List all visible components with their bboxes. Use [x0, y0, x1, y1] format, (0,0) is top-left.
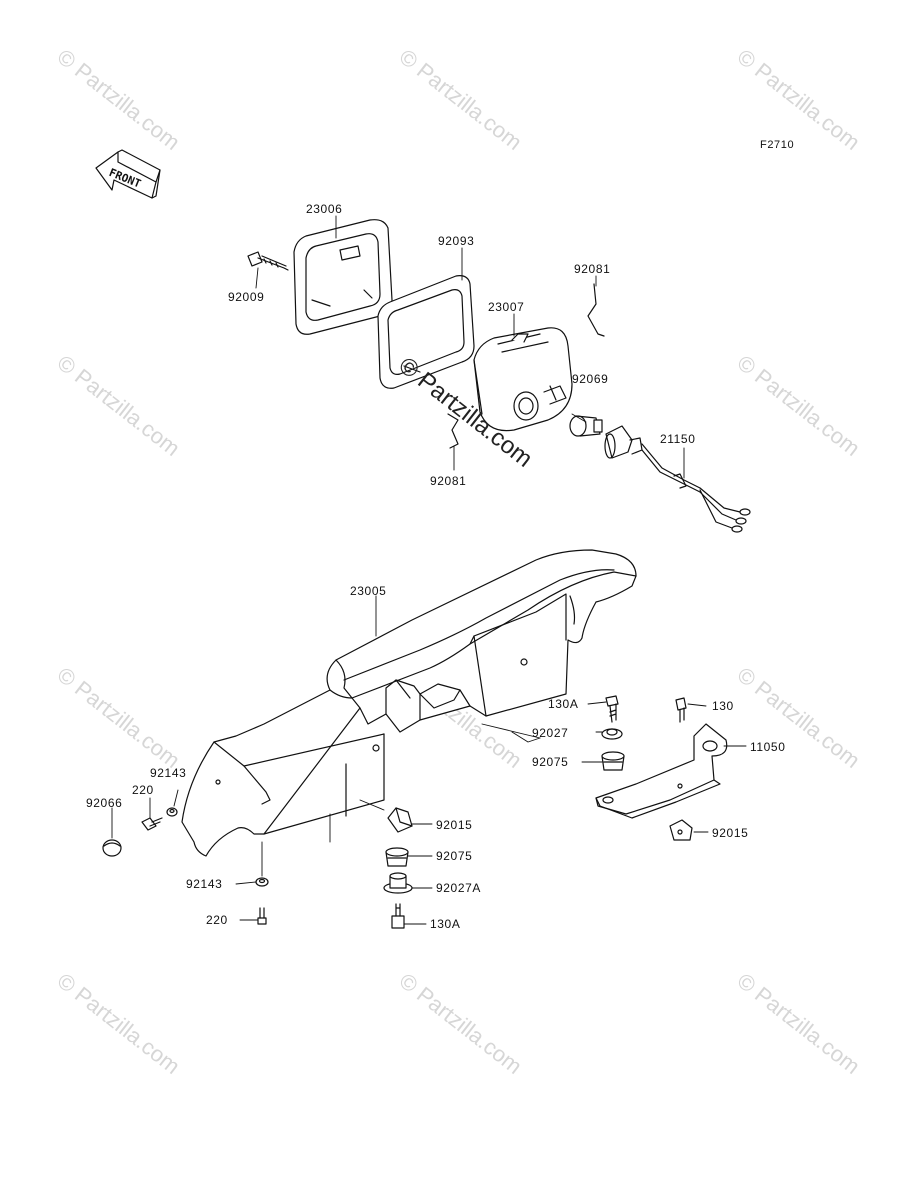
part-label-92093[interactable]: 92093 [438, 234, 475, 248]
part-label-23005[interactable]: 23005 [350, 584, 387, 598]
cap-92066 [102, 839, 122, 857]
clip-92081-top [587, 283, 605, 337]
headlight-rim [293, 219, 393, 335]
part-label-92009[interactable]: 92009 [228, 290, 265, 304]
part-label-92069[interactable]: 92069 [572, 372, 609, 386]
part-label-220-upper[interactable]: 220 [132, 783, 154, 797]
part-label-21150[interactable]: 21150 [660, 432, 696, 446]
grommet-92143-upper [166, 807, 178, 817]
part-label-92015-right[interactable]: 92015 [712, 826, 749, 840]
grommet-92075-right [601, 751, 625, 771]
part-label-220-lower[interactable]: 220 [206, 913, 228, 927]
bolt-130 [675, 697, 687, 723]
bolt-130A-upper [605, 695, 619, 723]
clip-92081-bottom [447, 413, 459, 449]
front-arrow-icon [95, 149, 161, 199]
part-label-130A-lower[interactable]: 130A [430, 917, 461, 931]
part-label-92027[interactable]: 92027 [532, 726, 569, 740]
socket-21150 [604, 425, 751, 533]
collar-92027A [383, 872, 413, 894]
nut-92015-right [669, 819, 693, 841]
part-label-92075-mid[interactable]: 92075 [436, 849, 473, 863]
part-label-92143-lower[interactable]: 92143 [186, 877, 223, 891]
part-label-92066[interactable]: 92066 [86, 796, 123, 810]
part-label-92081-bottom[interactable]: 92081 [430, 474, 467, 488]
part-label-23006[interactable]: 23006 [306, 202, 343, 216]
bolt-130A-lower [391, 903, 405, 929]
bulb-92069 [569, 415, 603, 437]
part-label-23007[interactable]: 23007 [488, 300, 525, 314]
part-label-92143-upper[interactable]: 92143 [150, 766, 187, 780]
part-label-92015-mid[interactable]: 92015 [436, 818, 473, 832]
mount-plate-11050 [595, 723, 728, 819]
screw-92009 [247, 251, 289, 271]
headlight-bracket-23005 [181, 549, 637, 857]
leader-lines [111, 215, 747, 925]
headlight-housing [473, 327, 573, 432]
diagram-code: F2710 [760, 139, 795, 151]
part-label-11050[interactable]: 11050 [750, 740, 786, 754]
part-label-92081-top[interactable]: 92081 [574, 262, 611, 276]
screw-220-upper [141, 817, 163, 831]
part-label-130[interactable]: 130 [712, 699, 734, 713]
screw-220-lower [257, 907, 267, 925]
washer-92027-right [601, 728, 623, 740]
nut-92015-mid [387, 807, 413, 833]
part-label-92027A[interactable]: 92027A [436, 881, 481, 895]
part-label-92075-right[interactable]: 92075 [532, 755, 569, 769]
gasket-92093 [377, 275, 475, 389]
grommet-92075-mid [385, 847, 409, 867]
grommet-92143-lower [255, 877, 269, 887]
part-label-130A-upper[interactable]: 130A [548, 697, 579, 711]
